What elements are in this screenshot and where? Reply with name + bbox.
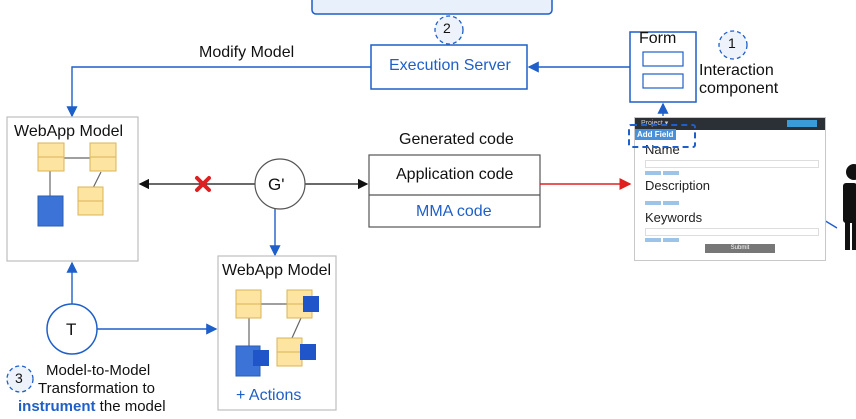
gprime-node — [254, 158, 306, 210]
transformation-line-3: instrument the model — [18, 398, 166, 415]
app-chip[interactable] — [663, 201, 679, 205]
webapp-model-left-title: WebApp Model — [14, 123, 124, 140]
app-name-heading: Name — [645, 142, 680, 157]
app-navbar: Project ▾ — [635, 118, 825, 130]
step-2-label: 2 — [443, 20, 451, 36]
transformation-line-1: Model-to-Model — [46, 362, 151, 379]
generated-app-screenshot: Project ▾ Add Field Name Description Key… — [634, 117, 826, 261]
actions-label: + Actions — [236, 387, 302, 404]
form-field-2 — [642, 73, 684, 89]
action-node — [303, 296, 319, 312]
execution-server-box — [370, 44, 528, 90]
transformation-line-3-rest: the model — [95, 398, 166, 415]
instrument-word: instrument — [18, 398, 96, 415]
step-2-circle — [434, 15, 464, 45]
app-nav-title[interactable]: Project ▾ — [641, 120, 669, 127]
webapp-model-bottom-title: WebApp Model — [222, 262, 332, 279]
step-3-label: 3 — [15, 370, 23, 386]
mma-code-label: MMA code — [416, 203, 492, 220]
add-field-highlight — [628, 124, 696, 148]
app-submit-button[interactable]: Submit — [705, 244, 775, 253]
model-node-blue — [37, 195, 64, 227]
generated-code-heading: Generated code — [399, 131, 514, 148]
step-1-circle — [718, 30, 748, 60]
generated-code-box — [368, 154, 541, 228]
form-field-1 — [642, 51, 684, 67]
gprime-label: G' — [268, 175, 285, 194]
step-3-circle — [6, 365, 34, 393]
interaction-label-2: component — [699, 80, 779, 97]
modify-model-label: Modify Model — [199, 44, 295, 61]
app-chip[interactable] — [645, 201, 661, 205]
person-icon — [843, 164, 856, 250]
t-label: T — [66, 320, 77, 339]
app-chip[interactable] — [663, 238, 679, 242]
app-description-heading: Description — [645, 178, 711, 193]
red-x-icon — [195, 176, 211, 192]
action-node — [300, 344, 316, 360]
app-chip[interactable] — [663, 171, 679, 175]
execution-server-label: Execution Server — [389, 57, 511, 74]
application-code-label: Application code — [396, 166, 514, 183]
transformation-line-2: Transformation to — [38, 380, 155, 397]
add-field-button[interactable]: Add Field — [635, 129, 677, 140]
webapp-model-bottom-box — [217, 255, 337, 411]
app-keywords-input[interactable] — [645, 228, 819, 236]
top-box — [311, 0, 553, 15]
step-1-label: 1 — [728, 35, 736, 51]
app-chip[interactable] — [645, 238, 661, 242]
app-chip[interactable] — [645, 171, 661, 175]
app-keywords-heading: Keywords — [645, 210, 703, 225]
app-name-input[interactable] — [645, 160, 819, 168]
interaction-label-1: Interaction — [699, 62, 774, 79]
webapp-model-left-box — [6, 116, 139, 262]
arrow-modify-model — [66, 66, 371, 118]
app-nav-button[interactable] — [787, 120, 817, 127]
action-node — [253, 350, 269, 366]
form-title: Form — [639, 30, 677, 47]
